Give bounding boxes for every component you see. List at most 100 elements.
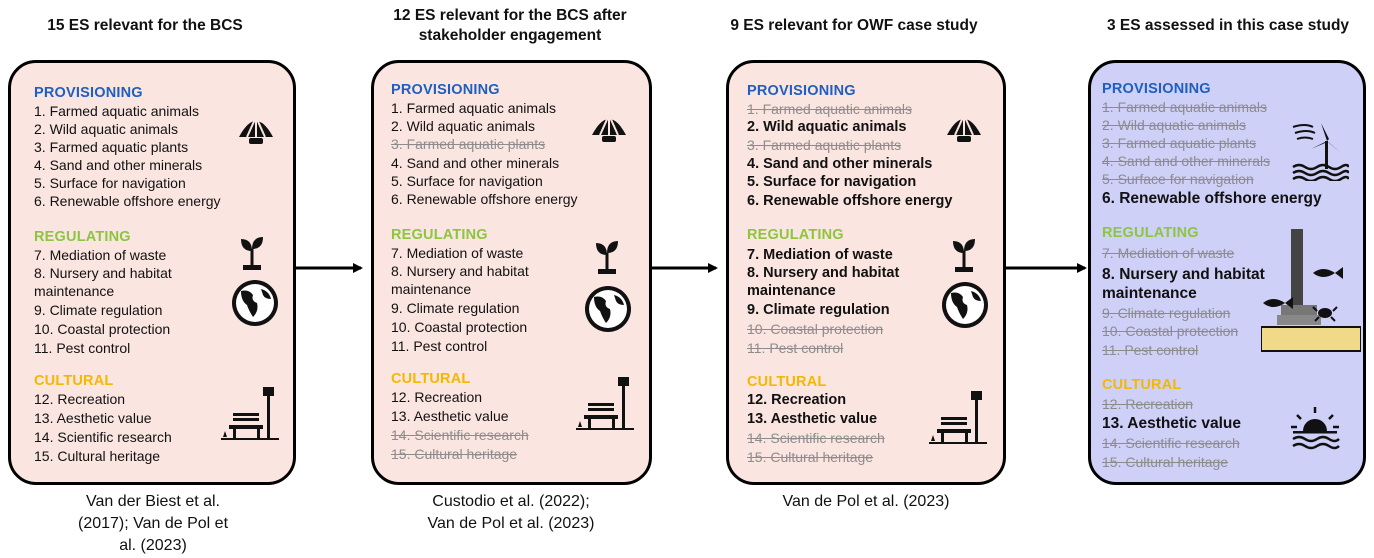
es-item: 2. Wild aquatic animals xyxy=(391,118,535,134)
es-item-excluded: 1. Farmed aquatic animals xyxy=(747,101,912,117)
es-item-excluded: 14. Scientific research xyxy=(747,430,885,446)
wind-turbine-icon xyxy=(1291,121,1349,181)
es-item-assessed: 13. Aesthetic value xyxy=(1102,415,1241,432)
section-cultural: CULTURAL xyxy=(747,374,827,390)
es-item-excluded: 15. Cultural heritage xyxy=(1102,454,1229,470)
es-item-excluded: 3. Farmed aquatic plants xyxy=(747,137,902,153)
es-item: 9. Climate regulation xyxy=(34,302,163,318)
section-regulating: REGULATING xyxy=(1102,225,1199,241)
es-item-excluded: 9. Climate regulation xyxy=(1102,305,1231,321)
es-item-excluded: 5. Surface for navigation xyxy=(1102,171,1254,187)
es-item-excluded: 15. Cultural heritage xyxy=(747,449,874,465)
es-item: 8. Nursery and habitat xyxy=(34,265,172,281)
es-item: 7. Mediation of waste xyxy=(391,245,524,261)
es-item-excluded: 10. Coastal protection xyxy=(747,321,884,337)
es-item: 5. Surface for navigation xyxy=(34,175,186,191)
es-item: 4. Sand and other minerals xyxy=(34,157,203,173)
es-item: 12. Recreation xyxy=(34,391,126,407)
section-regulating: REGULATING xyxy=(391,227,488,243)
citation-3-line1: Van de Pol et al. (2023) xyxy=(782,493,950,510)
globe-icon xyxy=(582,283,634,335)
citation-1-line3: al. (2023) xyxy=(119,537,187,554)
column-title-3: 9 ES relevant for OWF case study xyxy=(730,17,978,34)
es-item: 2. Wild aquatic animals xyxy=(34,121,178,137)
es-item: maintenance xyxy=(34,283,115,299)
column-title-1: 15 ES relevant for the BCS xyxy=(47,17,243,34)
es-item-selected: 2. Wild aquatic animals xyxy=(747,119,907,135)
section-provisioning: PROVISIONING xyxy=(747,83,856,99)
es-item: 7. Mediation of waste xyxy=(34,247,167,263)
section-cultural: CULTURAL xyxy=(391,371,471,387)
es-item-excluded: 11. Pest control xyxy=(1102,342,1199,358)
es-item-selected: 12. Recreation xyxy=(747,392,847,408)
column-title-2-line1: 12 ES relevant for the BCS after xyxy=(393,7,627,24)
citation-2-line2: Van de Pol et al. (2023) xyxy=(427,515,595,532)
es-item: 1. Farmed aquatic animals xyxy=(391,100,556,116)
foundation-fish-icon xyxy=(1261,229,1361,353)
section-cultural: CULTURAL xyxy=(1102,377,1182,393)
citation-2: Custodio et al. (2022); Van de Pol et al… xyxy=(396,491,626,535)
es-item: maintenance xyxy=(391,281,472,297)
es-item: 5. Surface for navigation xyxy=(391,173,543,189)
citation-1-line1: Van der Biest et al. xyxy=(86,493,220,510)
sprout-icon xyxy=(239,235,265,271)
section-regulating: REGULATING xyxy=(747,227,844,243)
shell-icon xyxy=(943,113,985,147)
column-title-2-line2: stakeholder engagement xyxy=(418,27,602,44)
section-regulating: REGULATING xyxy=(34,229,131,245)
es-item: 6. Renewable offshore energy xyxy=(34,193,221,209)
section-cultural: CULTURAL xyxy=(34,373,114,389)
es-item: 13. Aesthetic value xyxy=(34,410,152,426)
es-item-excluded: 10. Coastal protection xyxy=(1102,323,1239,339)
es-item: 12. Recreation xyxy=(391,389,483,405)
es-item-assessed: maintenance xyxy=(1102,285,1197,302)
panel-assessed-3: PROVISIONING 1. Farmed aquatic animals 2… xyxy=(1088,60,1366,485)
park-bench-icon xyxy=(576,375,634,431)
es-item: 1. Farmed aquatic animals xyxy=(34,103,199,119)
es-item-excluded: 2. Wild aquatic animals xyxy=(1102,117,1246,133)
es-item-excluded: 11. Pest control xyxy=(747,340,844,356)
sprout-icon xyxy=(594,239,620,275)
es-item-excluded: 4. Sand and other minerals xyxy=(1102,153,1271,169)
es-item-excluded: 3. Farmed aquatic plants xyxy=(1102,135,1257,151)
es-item: 10. Coastal protection xyxy=(391,319,528,335)
es-item: 14. Scientific research xyxy=(34,429,172,445)
es-item: 15. Cultural heritage xyxy=(34,448,161,464)
es-item-excluded: 12. Recreation xyxy=(1102,396,1194,412)
es-item: 6. Renewable offshore energy xyxy=(391,191,578,207)
es-item-assessed: 6. Renewable offshore energy xyxy=(1102,190,1322,207)
sunset-icon xyxy=(1289,403,1341,455)
es-item-selected: maintenance xyxy=(747,283,836,299)
globe-icon xyxy=(229,277,281,329)
citation-2-line1: Custodio et al. (2022); xyxy=(432,493,590,510)
es-item-excluded: 14. Scientific research xyxy=(391,427,529,443)
shell-icon xyxy=(588,113,630,147)
globe-icon xyxy=(939,279,991,331)
es-item-excluded: 14. Scientific research xyxy=(1102,435,1240,451)
park-bench-icon xyxy=(929,389,987,445)
citation-1: Van der Biest et al. (2017); Van de Pol … xyxy=(48,491,258,557)
es-item: 3. Farmed aquatic plants xyxy=(34,139,189,155)
es-item-selected: 9. Climate regulation xyxy=(747,302,890,318)
column-title-2: 12 ES relevant for the BCS after stakeho… xyxy=(360,6,660,46)
es-item-excluded: 15. Cultural heritage xyxy=(391,446,518,462)
sprout-icon xyxy=(951,237,977,273)
column-title-4: 3 ES assessed in this case study xyxy=(1106,17,1350,34)
es-item-selected: 5. Surface for navigation xyxy=(747,174,917,190)
es-item-selected: 4. Sand and other minerals xyxy=(747,156,933,172)
section-provisioning: PROVISIONING xyxy=(391,82,500,98)
es-item-selected: 7. Mediation of waste xyxy=(747,247,893,263)
es-item: 13. Aesthetic value xyxy=(391,408,509,424)
es-item: 8. Nursery and habitat xyxy=(391,263,529,279)
es-item: 11. Pest control xyxy=(391,338,488,354)
shell-icon xyxy=(235,115,277,149)
park-bench-icon xyxy=(221,385,279,441)
es-item: 4. Sand and other minerals xyxy=(391,155,560,171)
es-item-selected: 6. Renewable offshore energy xyxy=(747,193,953,209)
es-item-selected: 13. Aesthetic value xyxy=(747,411,878,427)
es-item-excluded: 7. Mediation of waste xyxy=(1102,245,1235,261)
citation-1-line2: (2017); Van de Pol et xyxy=(77,515,229,532)
es-item-assessed: 8. Nursery and habitat xyxy=(1102,266,1265,283)
es-item-excluded: 3. Farmed aquatic plants xyxy=(391,136,546,152)
